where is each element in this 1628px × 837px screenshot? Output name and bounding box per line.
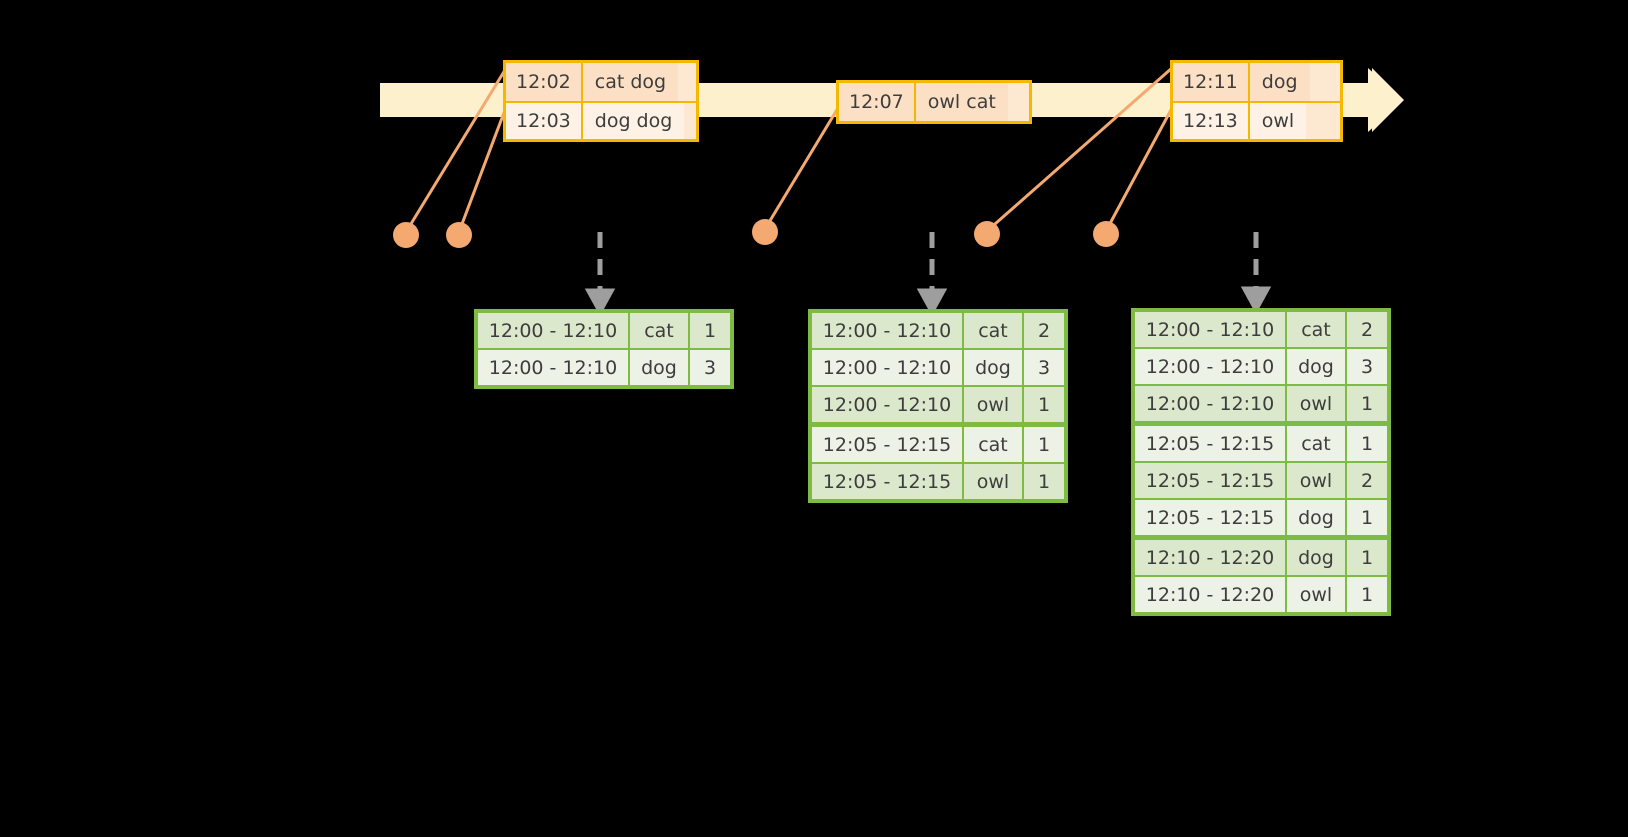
result-word: cat	[964, 427, 1022, 462]
result-count: 3	[690, 350, 730, 385]
connector-line-3	[763, 106, 840, 231]
result-window: 12:00 - 12:10	[478, 313, 628, 348]
result-count: 1	[690, 313, 730, 348]
result-word: cat	[630, 313, 688, 348]
trigger-arrow-head-2	[916, 288, 948, 317]
result-count: 1	[1347, 500, 1387, 535]
dot-4	[974, 221, 1000, 247]
event-row[interactable]: 12:03 dog dog	[506, 101, 696, 139]
result-count: 1	[1347, 577, 1387, 612]
event-words: dog	[1249, 63, 1310, 101]
event-row[interactable]: 12:07 owl cat	[839, 83, 1029, 121]
result-window: 12:10 - 12:20	[1135, 577, 1285, 612]
event-words: owl cat	[915, 83, 1008, 121]
result-count: 1	[1347, 386, 1387, 421]
result-word: owl	[964, 387, 1022, 422]
event-words: dog dog	[582, 103, 685, 139]
result-count: 3	[1024, 350, 1064, 385]
result-count: 2	[1347, 312, 1387, 347]
connector-line-5	[1104, 106, 1174, 233]
result-count: 1	[1024, 427, 1064, 462]
result-count: 1	[1347, 540, 1387, 575]
dot-5	[1093, 221, 1119, 247]
connector-line-1	[404, 68, 507, 234]
result-window: 12:00 - 12:10	[812, 350, 962, 385]
result-window: 12:10 - 12:20	[1135, 540, 1285, 575]
trigger-arrow-head-3	[1240, 286, 1272, 315]
result-window: 12:00 - 12:10	[1135, 386, 1285, 421]
result-word: dog	[1287, 540, 1345, 575]
result-count: 1	[1024, 387, 1064, 422]
connector-line-2	[457, 108, 507, 234]
timeline-arrowhead	[1368, 68, 1403, 132]
event-row[interactable]: 12:13 owl	[1173, 101, 1340, 139]
result-count: 2	[1347, 463, 1387, 498]
event-time: 12:07	[839, 83, 916, 121]
result-window: 12:05 - 12:15	[1135, 500, 1285, 535]
event-group-3[interactable]: 12:11 dog 12:13 owl	[1170, 60, 1343, 142]
event-time: 12:03	[506, 103, 583, 139]
result-count: 1	[1024, 464, 1064, 499]
result-word: owl	[1287, 463, 1345, 498]
result-word: owl	[1287, 577, 1345, 612]
result-word: dog	[1287, 349, 1345, 384]
result-count: 3	[1347, 349, 1387, 384]
connector-dots	[393, 219, 1119, 248]
timeline-arrowhead-body	[1352, 68, 1404, 132]
event-time: 12:13	[1173, 103, 1250, 139]
result-word: cat	[1287, 426, 1345, 461]
result-word: cat	[1287, 312, 1345, 347]
event-time: 12:02	[506, 63, 583, 101]
result-count: 1	[1347, 426, 1387, 461]
result-window: 12:00 - 12:10	[812, 313, 962, 348]
result-word: owl	[1287, 386, 1345, 421]
result-word: dog	[964, 350, 1022, 385]
result-window: 12:05 - 12:15	[812, 427, 962, 462]
dot-2	[446, 222, 472, 248]
event-words: cat dog	[582, 63, 679, 101]
result-window: 12:00 - 12:10	[1135, 312, 1285, 347]
result-window: 12:00 - 12:10	[478, 350, 628, 385]
result-count: 2	[1024, 313, 1064, 348]
result-window: 12:05 - 12:15	[1135, 426, 1285, 461]
event-group-2[interactable]: 12:07 owl cat	[836, 80, 1032, 124]
result-window: 12:00 - 12:10	[1135, 349, 1285, 384]
event-row[interactable]: 12:02 cat dog	[506, 63, 696, 101]
result-word: dog	[630, 350, 688, 385]
event-group-1[interactable]: 12:02 cat dog 12:03 dog dog	[503, 60, 699, 142]
result-word: cat	[964, 313, 1022, 348]
result-window: 12:00 - 12:10	[812, 387, 962, 422]
result-window: 12:05 - 12:15	[1135, 463, 1285, 498]
result-word: owl	[964, 464, 1022, 499]
event-row[interactable]: 12:11 dog	[1173, 63, 1340, 101]
event-time: 12:11	[1173, 63, 1250, 101]
event-words: owl	[1249, 103, 1307, 139]
dot-3	[752, 219, 778, 245]
trigger-arrow-head-1	[584, 288, 616, 317]
result-window: 12:05 - 12:15	[812, 464, 962, 499]
dot-1	[393, 222, 419, 248]
trigger-arrows	[584, 232, 1272, 317]
result-word: dog	[1287, 500, 1345, 535]
